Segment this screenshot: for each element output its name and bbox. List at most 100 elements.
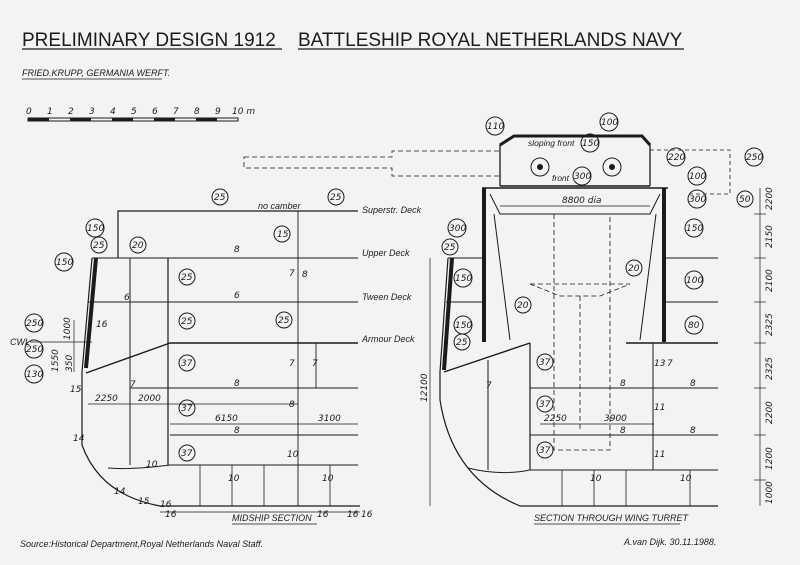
plate-thickness: 7 [289, 269, 295, 279]
plate-thickness: 14 [114, 487, 126, 497]
turret-circle-labels: 110 100 150 220 250 100 50 300 300 300 1… [441, 112, 764, 459]
circled-thickness [625, 259, 643, 277]
dimension-label: 6150 [215, 414, 238, 424]
plate-thickness: 10 [287, 450, 299, 460]
circled-thickness-text: 37 [539, 400, 551, 410]
plate-thickness: 10 [680, 474, 692, 484]
circled-thickness [536, 395, 554, 413]
plate-thickness: 11 [654, 403, 665, 413]
height-chain-label: 2200 [765, 187, 775, 210]
turret-armour-deck-slope [443, 342, 531, 373]
circled-thickness [572, 166, 592, 186]
working-chamber [529, 283, 631, 297]
plate-thickness: 7 [312, 359, 318, 369]
circled-thickness [684, 315, 704, 335]
plate-thickness: 7 [289, 359, 295, 369]
circled-thickness [453, 268, 473, 288]
cwl-label: CWL [10, 337, 30, 347]
plate-thickness: 6 [234, 291, 240, 301]
plate-thickness: 10 [228, 474, 240, 484]
scale-tick-label: 6 [152, 107, 158, 117]
circled-thickness [536, 353, 554, 371]
circled-thickness-text: 150 [87, 224, 104, 234]
scale-tick-label: 1 [47, 107, 53, 117]
circled-thickness-text: 150 [686, 224, 703, 234]
turret-hull-outline [439, 257, 718, 507]
dimension-label: 3900 [604, 414, 627, 424]
circled-thickness [178, 354, 196, 372]
circled-thickness-text: 37 [181, 359, 193, 369]
midship-hull-outline [81, 257, 360, 507]
height-chain-label: 1200 [765, 447, 775, 470]
height-chain-label: 2150 [765, 225, 775, 248]
circled-thickness-text: 250 [26, 319, 43, 329]
trunnion-right [602, 157, 622, 177]
title-right: BATTLESHIP ROYAL NETHERLANDS NAVY [298, 30, 683, 51]
circled-thickness [178, 312, 196, 330]
plate-thickness: 10 [322, 474, 334, 484]
circled-thickness [684, 218, 704, 238]
circled-thickness-text: 50 [739, 195, 751, 205]
circled-thickness-text: 300 [574, 172, 591, 182]
circled-thickness-text: 37 [539, 446, 551, 456]
circled-thickness-text: 80 [688, 321, 700, 331]
dimension-label: 1550 [51, 349, 61, 372]
circled-thickness [178, 268, 196, 286]
height-chain-label: 1000 [765, 481, 775, 504]
plate-thickness: 14 [73, 434, 85, 444]
circled-thickness [453, 333, 471, 351]
plate-thickness: 10 [146, 460, 158, 470]
plate-thickness: 8 [620, 379, 626, 389]
circled-thickness-text: 100 [601, 118, 618, 128]
plate-thickness: 16 [347, 510, 359, 520]
trunnion-left [530, 157, 550, 177]
circled-thickness [687, 166, 707, 186]
circled-thickness-text: 37 [181, 449, 193, 459]
plate-thickness: 8 [289, 400, 295, 410]
sloping-front-label: sloping front [528, 138, 575, 148]
circled-thickness-text: 220 [668, 153, 685, 163]
circled-thickness-text: 150 [56, 258, 73, 268]
overall-height-label: 12100 [420, 373, 430, 402]
circled-thickness-text: 250 [746, 153, 763, 163]
title-left: PRELIMINARY DESIGN 1912 [22, 30, 276, 51]
no-camber-label: no camber [258, 201, 302, 211]
plate-thickness: 7 [486, 381, 492, 391]
height-chain-label: 2325 [765, 357, 775, 380]
circled-thickness [580, 133, 600, 153]
trunnion-right-center [609, 164, 615, 170]
circled-thickness-text: 15 [277, 230, 289, 240]
plate-thickness: 8 [690, 379, 696, 389]
gun-barrel [243, 150, 501, 177]
draughtsman-signature: A.van Dijk. 30.11.1988. [623, 537, 716, 547]
bilge-inner [107, 464, 171, 470]
circled-thickness-text: 25 [93, 241, 105, 251]
circled-thickness-text: 100 [689, 172, 706, 182]
circled-thickness [441, 238, 459, 256]
circled-thickness-text: 37 [539, 358, 551, 368]
scale-bar: 0 1 2 3 4 5 6 7 8 9 10 m [26, 107, 255, 122]
dimension-label: 2000 [138, 394, 161, 404]
ammunition-hoist [553, 214, 611, 451]
circled-thickness-text: 25 [444, 243, 456, 253]
scale-seg [154, 118, 175, 121]
turret-dia-label: 8800 dia [562, 196, 602, 206]
wing-turret-section: 8800 dia 12100 [243, 112, 775, 525]
circled-thickness-text: 150 [455, 274, 472, 284]
circled-thickness-text: 100 [686, 276, 703, 286]
scale-seg [196, 118, 217, 121]
superstructure-outline [117, 210, 358, 258]
circled-thickness [536, 441, 554, 459]
midship-armour-belt [84, 257, 98, 369]
plate-thickness: 8 [234, 379, 240, 389]
scale-tick-label: 0 [26, 107, 32, 117]
gunhouse-roof-armour [499, 134, 652, 147]
scale-tick-label: 9 [215, 107, 221, 117]
deck-label-superstructure: Superstr. Deck [362, 205, 422, 215]
circled-thickness [54, 252, 74, 272]
turret-armour-belt [442, 257, 454, 371]
circled-thickness-text: 300 [449, 224, 466, 234]
circled-thickness [129, 236, 147, 254]
plate-thickness: 8 [234, 245, 240, 255]
